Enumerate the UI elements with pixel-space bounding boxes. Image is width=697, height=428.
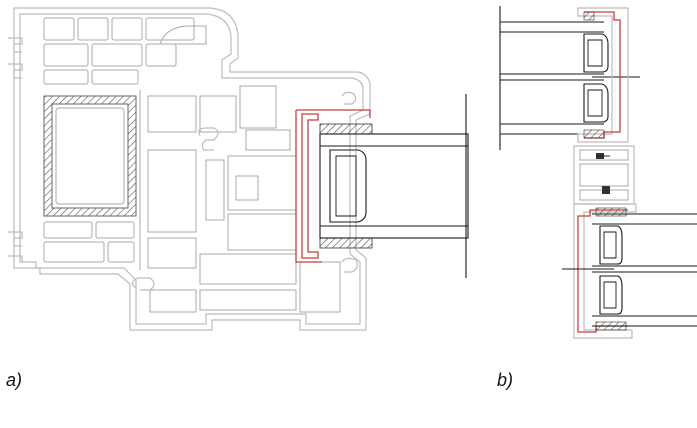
frame-inner-outline	[19, 13, 364, 325]
gasket-seal	[301, 113, 319, 259]
steel-reinforcement	[43, 95, 137, 217]
glazing-bead-bottom	[319, 237, 373, 249]
glass-unit-a	[319, 94, 469, 278]
panel-b-section	[499, 6, 697, 339]
gasket-seal-b-top	[584, 11, 621, 139]
panel-a-section	[8, 7, 469, 331]
gasket-seal-outer	[295, 109, 371, 263]
glass-unit-b-bottom	[562, 213, 697, 327]
sash-chambers	[139, 25, 341, 313]
gasket-knobs	[131, 91, 358, 291]
panel-label-a: a)	[6, 370, 23, 390]
mullion-b	[573, 145, 635, 205]
glass-unit-b-top	[500, 21, 640, 135]
panel-label-b: b)	[497, 370, 514, 390]
glazing-bead-top	[319, 123, 373, 135]
frame-clip-teeth	[8, 37, 23, 262]
frame-outer-profile	[13, 7, 371, 331]
profile-b-bottom	[573, 203, 637, 339]
frame-chambers-bottom	[43, 221, 135, 263]
frame-chambers-top	[43, 17, 195, 85]
